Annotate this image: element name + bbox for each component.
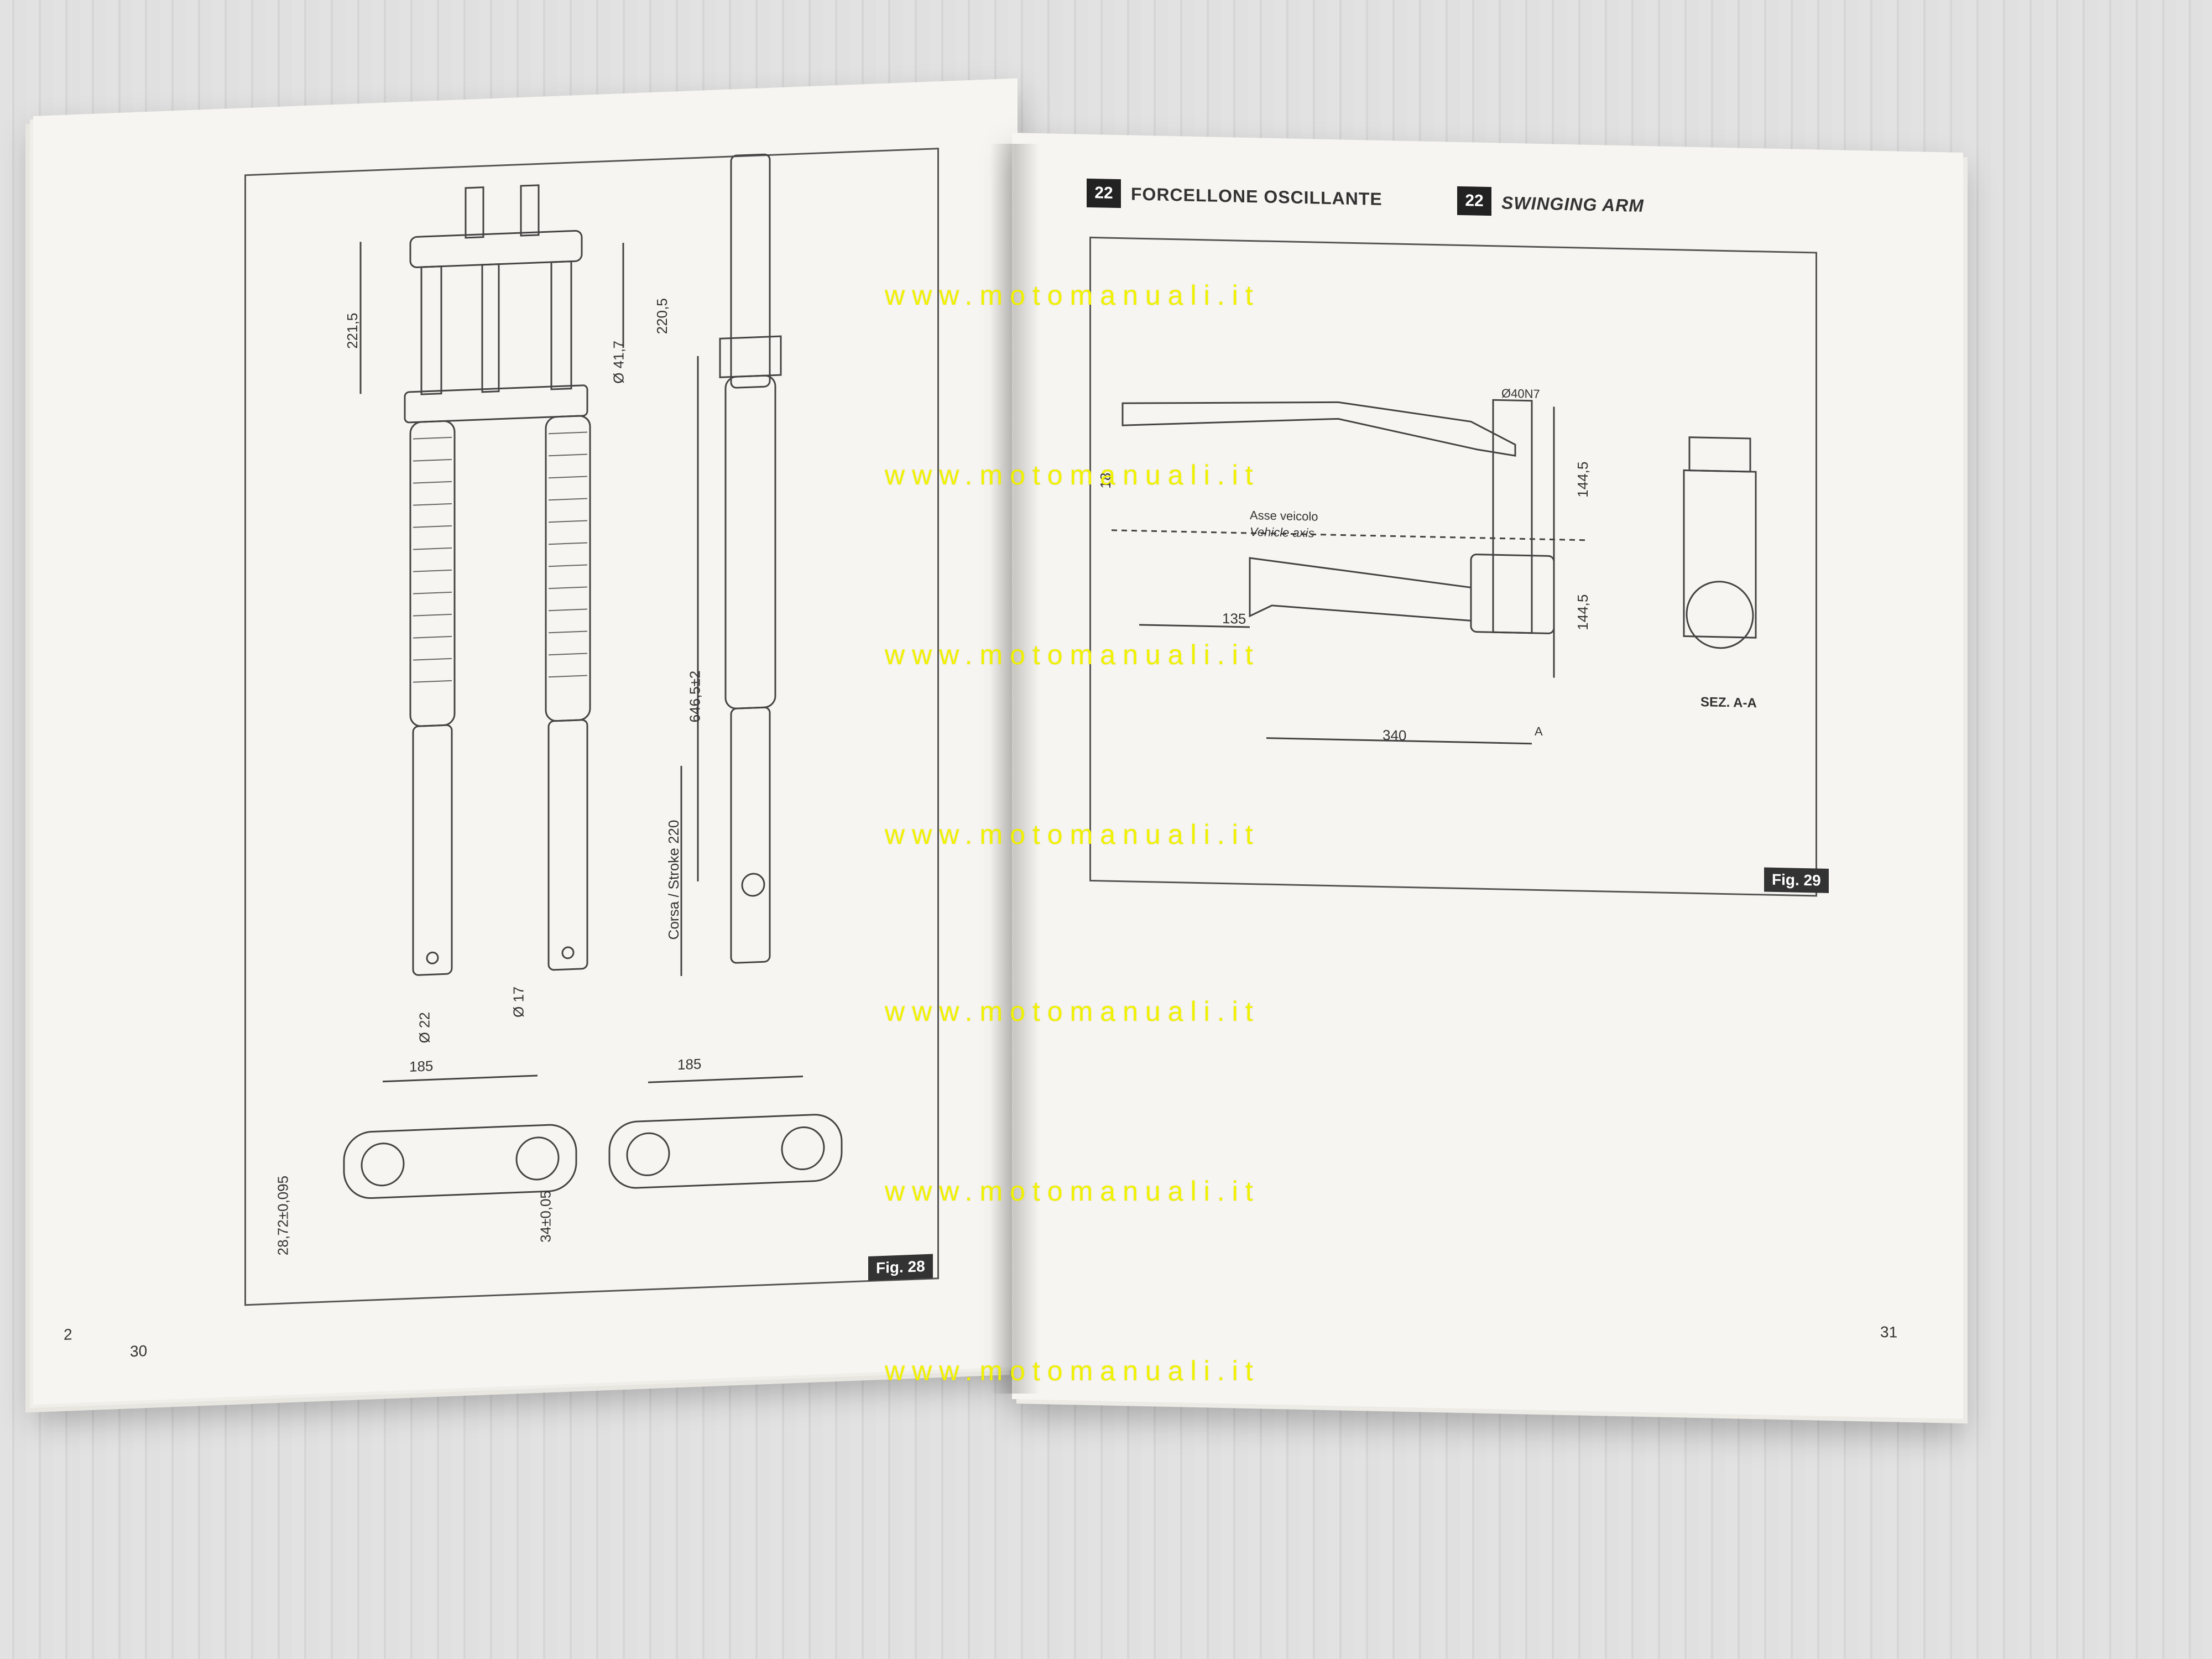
section-label: SEZ. A-A <box>1700 695 1757 711</box>
vehicle-axis-en: Vehicle axis <box>1250 525 1314 540</box>
watermark-2: www.motomanuali.it <box>885 460 1260 491</box>
dim-top-height: 221,5 <box>344 312 361 349</box>
watermark-6: www.motomanuali.it <box>885 1176 1260 1207</box>
section-badge-it: 22 <box>1087 178 1121 208</box>
swingarm-drawing <box>1112 399 1757 745</box>
dim-upper-height: 144,5 <box>1574 461 1592 498</box>
dim-clamp-height-left: 28,72±0,095 <box>274 1175 291 1256</box>
dim-length-b: 340 <box>1383 727 1407 744</box>
figure-label-29: Fig. 29 <box>1764 867 1829 893</box>
dim-total-length: 646,5±2 <box>686 670 703 723</box>
edge-page-number: 2 <box>64 1326 72 1343</box>
dim-clamp-width-left: 185 <box>409 1057 434 1075</box>
watermark-3: www.motomanuali.it <box>885 639 1260 670</box>
book-gutter <box>990 144 1040 1394</box>
watermark-7: www.motomanuali.it <box>885 1355 1260 1386</box>
dim-axle-left: Ø 22 <box>416 1011 433 1044</box>
dim-lower-height: 144,5 <box>1574 594 1592 630</box>
watermark-1: www.motomanuali.it <box>885 280 1260 311</box>
page-number-left: 30 <box>130 1342 148 1360</box>
dim-pivot-diameter: Ø40N7 <box>1501 386 1540 401</box>
dim-axle-right: Ø 17 <box>510 986 527 1018</box>
dim-stroke: Corsa / Stroke 220 <box>665 820 682 940</box>
right-page: 22 FORCELLONE OSCILLANTE 22 SWINGING ARM… <box>1012 133 1963 1420</box>
dim-length-a: 135 <box>1222 609 1246 627</box>
page-number-right: 31 <box>1880 1323 1898 1341</box>
vehicle-axis-it: Asse veicolo <box>1250 508 1318 524</box>
section-badge-en: 22 <box>1457 186 1491 216</box>
left-page: 221,5 Ø 41,7 220,5 646,5±2 Corsa / Strok… <box>33 78 1018 1405</box>
section-title-en: SWINGING ARM <box>1501 192 1644 216</box>
dim-clamp-height-right: 34±0,05 <box>537 1190 554 1243</box>
figure-label-28: Fig. 28 <box>868 1254 933 1281</box>
watermark-5: www.motomanuali.it <box>885 996 1260 1027</box>
dim-clamp-width-right: 185 <box>677 1055 702 1073</box>
marker-a: A <box>1535 724 1543 739</box>
dim-tube-diameter: Ø 41,7 <box>610 340 627 384</box>
dim-top-height-right: 220,5 <box>654 298 671 335</box>
section-title-it: FORCELLONE OSCILLANTE <box>1131 184 1383 210</box>
watermark-4: www.motomanuali.it <box>885 819 1260 850</box>
fork-drawing <box>343 153 843 1199</box>
